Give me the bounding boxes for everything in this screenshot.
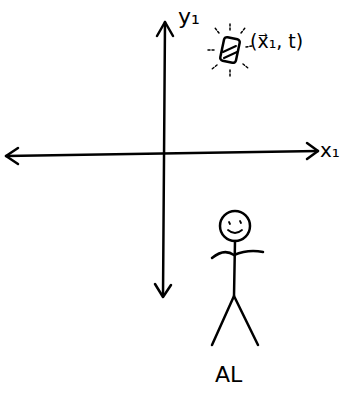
y-axis-arrowhead — [155, 284, 171, 297]
stick-figure — [212, 211, 263, 345]
event-label: (x⃗₁, t) — [250, 30, 303, 53]
x-axis-arrowhead — [307, 143, 318, 159]
person-name: AL — [215, 362, 242, 388]
axis-label: x₁ — [320, 138, 340, 162]
x-axis-arrowhead — [6, 148, 18, 164]
y-axis-arrowhead — [157, 22, 173, 36]
axis-label: y₁ — [178, 4, 200, 30]
y-axis — [163, 22, 165, 296]
event-bulb — [208, 24, 252, 76]
x-axis — [6, 151, 318, 156]
